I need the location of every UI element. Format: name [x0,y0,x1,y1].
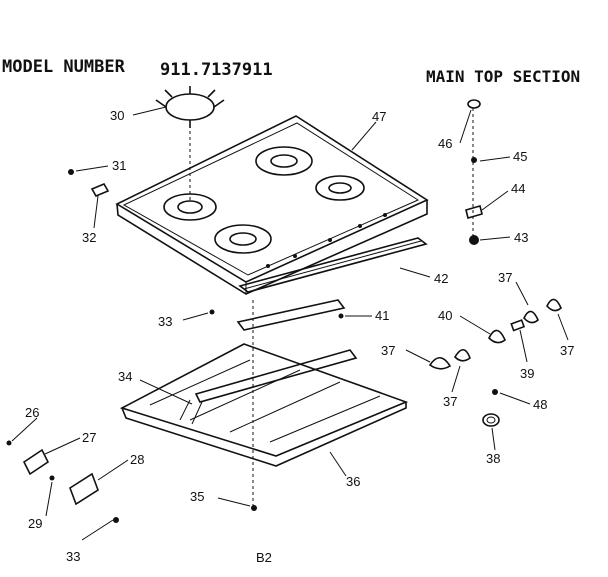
part-label: 44 [511,181,525,196]
part-labels: 30 47 31 32 46 45 44 43 42 33 41 37 40 3… [25,108,574,564]
burner-grate [155,86,225,200]
part-label: 42 [434,271,448,286]
part-label: 33 [66,549,80,564]
part-label: 28 [130,452,144,467]
screw-33 [209,309,215,315]
support-bracket [236,299,346,331]
part-label: 37 [498,270,512,285]
part-label: 29 [28,516,42,531]
model-number-label: MODEL NUMBER [2,57,126,77]
leader-lines [11,106,569,541]
part-label: 36 [346,474,360,489]
part-label: 46 [438,136,452,151]
part-label: 45 [513,149,527,164]
part-label: 34 [118,369,132,384]
part-label: 30 [110,108,124,123]
part-label: 37 [381,343,395,358]
hinge-brackets [6,440,119,523]
part-label: 26 [25,405,39,420]
clip-32 [90,182,110,198]
trim-strip [238,237,428,293]
part-label: 41 [375,308,389,323]
part-label: 33 [158,314,172,329]
screw-31 [68,169,74,175]
part-label: 37 [443,394,457,409]
part-label: 32 [82,230,96,245]
screw-41 [338,313,344,319]
control-knobs [428,298,562,427]
part-label: 37 [560,343,574,358]
main-top-panel [115,115,429,295]
screw-35 [251,505,257,511]
part-label: 39 [520,366,534,381]
part-label: 31 [112,158,126,173]
model-number-value: 911.7137911 [160,60,273,80]
part-label: 27 [82,430,96,445]
page-code: B2 [256,550,272,565]
section-title: MAIN TOP SECTION [426,67,580,86]
part-label: 38 [486,451,500,466]
bottom-pan [119,343,409,467]
right-hardware-stack [465,99,483,245]
part-label: 47 [372,109,386,124]
part-label: 35 [190,489,204,504]
part-label: 43 [514,230,528,245]
part-label: 40 [438,308,452,323]
part-label: 48 [533,397,547,412]
